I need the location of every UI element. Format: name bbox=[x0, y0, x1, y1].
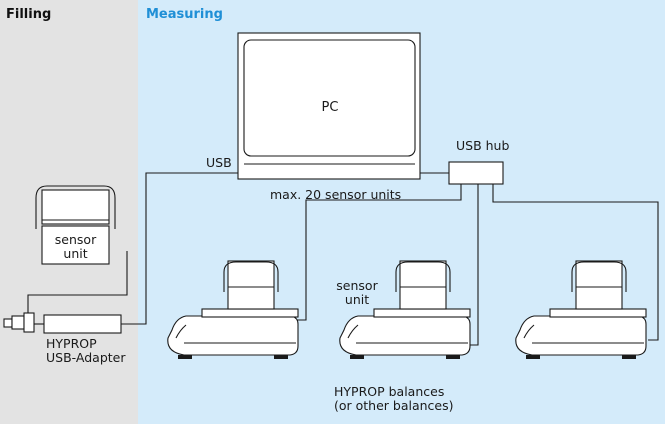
balance-1 bbox=[167, 260, 299, 359]
sensor-unit-filling bbox=[35, 185, 116, 265]
usb-hub-label: USB hub bbox=[456, 138, 510, 153]
hyprop-usb-adapter bbox=[3, 312, 122, 334]
balance-3 bbox=[515, 260, 647, 359]
cables bbox=[27, 172, 659, 346]
balances-label-line-1: HYPROP balances bbox=[334, 384, 445, 399]
max-sensor-units-label: max. 20 sensor units bbox=[270, 187, 402, 202]
usb-label: USB bbox=[206, 155, 232, 170]
balance-2 bbox=[339, 260, 471, 359]
sensor-unit-filling-label: sensor unit bbox=[42, 233, 109, 261]
sensor-unit-filling-line-1: sensor bbox=[54, 232, 97, 247]
sensor-unit-filling-line-2: unit bbox=[63, 246, 88, 261]
pc-monitor bbox=[237, 32, 421, 180]
balances-label: HYPROP balances (or other balances) bbox=[334, 385, 454, 413]
adapter-label: HYPROP USB-Adapter bbox=[46, 337, 126, 365]
adapter-label-line-2: USB-Adapter bbox=[46, 350, 126, 365]
filling-section-title: Filling bbox=[6, 7, 52, 22]
measuring-section-title: Measuring bbox=[146, 7, 223, 22]
sensor-unit-measuring-label: sensor unit bbox=[332, 279, 382, 307]
sensor-unit-measuring-line-1: sensor bbox=[336, 278, 378, 293]
adapter-label-line-1: HYPROP bbox=[46, 336, 97, 351]
balances-label-line-2: (or other balances) bbox=[334, 398, 454, 413]
usb-hub bbox=[448, 161, 504, 185]
sensor-unit-measuring-line-2: unit bbox=[344, 292, 370, 307]
pc-label: PC bbox=[321, 100, 339, 115]
